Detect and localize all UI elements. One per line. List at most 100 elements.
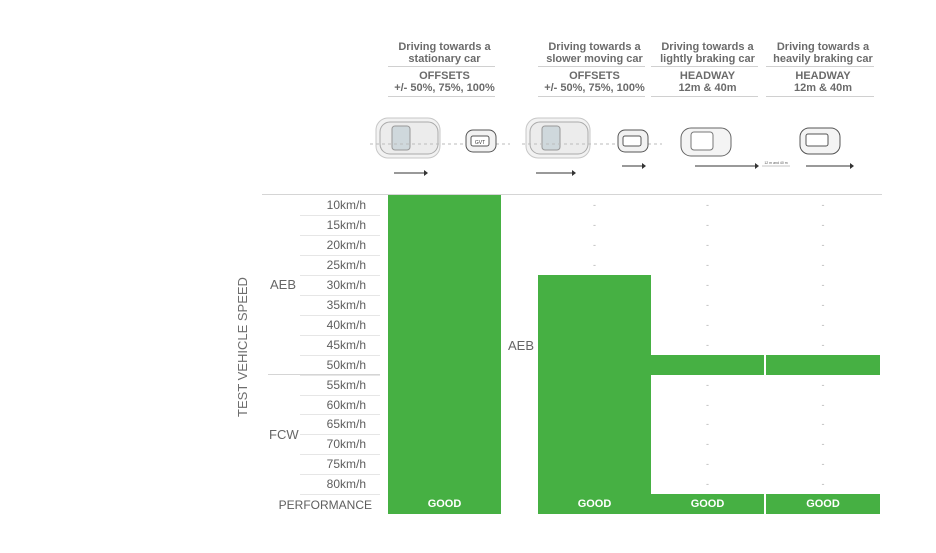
row-divider [300, 314, 380, 316]
header-4-rule-bottom [766, 96, 874, 97]
untested-dash-col4-row4: - [821, 259, 825, 270]
col-separator [765, 354, 766, 375]
tested-cell-col1-row6 [388, 294, 501, 316]
tested-cell-col2-row7 [538, 314, 651, 336]
speed-label: 40km/h [326, 317, 366, 332]
tested-cell-col2-row14 [538, 454, 651, 475]
tested-cell-col2-row10 [538, 374, 651, 395]
row-divider [300, 274, 380, 276]
header-2-rule-top [538, 66, 645, 67]
fcw-group-label: FCW [269, 427, 299, 442]
row-divider [300, 254, 380, 256]
untested-dash-col3-row13: - [706, 439, 709, 450]
tested-cell-col2-row11 [538, 394, 651, 415]
header-1-rule-bottom [388, 96, 495, 97]
gvt-label: GVT [475, 140, 485, 146]
untested-dash-col3-row10: - [706, 379, 709, 390]
speed-label: 20km/h [326, 237, 366, 252]
untested-dash-col3-row14: - [706, 459, 709, 470]
tested-cell-col3-row9 [651, 354, 764, 376]
untested-dash-col3-row12: - [706, 419, 709, 430]
row-divider [300, 294, 380, 296]
speed-label: 25km/h [326, 257, 366, 272]
performance-col4: GOOD [766, 494, 880, 514]
tested-cell-col2-row15 [538, 474, 651, 495]
row-divider [300, 374, 380, 376]
test-scenario-illustrations: GVT 12 m and 40 m [370, 117, 854, 176]
untested-dash-col4-row15: - [821, 479, 825, 490]
untested-dash-col2-row4: - [593, 259, 596, 270]
tested-cell-col2-row12 [538, 414, 651, 435]
untested-dash-col4-row7: - [821, 319, 825, 330]
tested-cell-col2-row13 [538, 434, 651, 455]
speed-label: 15km/h [326, 217, 366, 232]
row-divider [300, 334, 380, 336]
header-3-sub-line2: 12m & 40m [678, 82, 737, 94]
tested-cell-col1-row10 [388, 374, 501, 395]
header-3-rule-top [651, 66, 758, 67]
row-divider [300, 434, 380, 436]
untested-dash-col4-row14: - [821, 459, 825, 470]
untested-dash-col3-row5: - [706, 279, 709, 290]
tested-cell-col1-row15 [388, 474, 501, 495]
speed-label: 30km/h [326, 277, 366, 292]
untested-dash-col3-row4: - [706, 259, 709, 270]
performance-col2: GOOD [538, 494, 651, 514]
tested-cell-col4-row9 [766, 354, 880, 376]
tested-cell-col1-row4 [388, 254, 501, 276]
row-divider [300, 474, 380, 476]
row-divider [300, 414, 380, 416]
header-1-title-line2: stationary car [408, 53, 481, 65]
header-4-title-line1: Driving towards a [776, 41, 870, 53]
row-divider [300, 494, 380, 496]
header-4-sub-line2: 12m & 40m [793, 82, 853, 94]
tested-cell-col1-row14 [388, 454, 501, 475]
header-2-sub-line2: +/- 50%, 75%, 100% [544, 82, 645, 94]
middle-aeb-label: AEB [508, 338, 535, 353]
speed-label: 55km/h [326, 377, 366, 392]
header-1-title-line1: Driving towards a [398, 41, 491, 53]
tested-cell-col1-row8 [388, 334, 501, 356]
untested-dash-col3-row6: - [706, 299, 709, 310]
tested-cell-col1-row5 [388, 274, 501, 296]
untested-dash-col3-row11: - [706, 399, 709, 410]
header-4-sub-line1: HEADWAY [795, 70, 851, 82]
header-2-title-line2: slower moving car [546, 53, 643, 65]
untested-dash-col4-row8: - [821, 339, 825, 350]
speed-label: 60km/h [326, 397, 366, 412]
speed-label: 10km/h [326, 198, 366, 212]
tested-cell-col1-row3 [388, 234, 501, 256]
heavy-braking-scenario-illustration: 12 m and 40 m [762, 127, 854, 169]
tested-cell-col2-row9 [538, 354, 651, 376]
untested-dash-col2-row2: - [593, 219, 596, 230]
speed-label: 50km/h [326, 357, 366, 372]
row-divider [300, 234, 380, 236]
tested-cell-col1-row7 [388, 314, 501, 336]
untested-dash-col4-row5: - [821, 279, 825, 290]
speed-label: 75km/h [326, 457, 366, 472]
tested-cell-col2-row6 [538, 294, 651, 316]
untested-dash-col3-row15: - [706, 479, 709, 490]
performance-col1: GOOD [388, 494, 501, 514]
header-3-title-line1: Driving towards a [661, 41, 754, 53]
speed-label: 45km/h [326, 337, 366, 352]
stationary-scenario-illustration: GVT [370, 117, 510, 176]
untested-dash-col4-row6: - [821, 299, 825, 310]
untested-dash-col3-row8: - [706, 339, 709, 350]
header-4-rule-top [766, 66, 874, 67]
untested-dash-col4-row2: - [821, 219, 825, 230]
speed-label: 35km/h [326, 297, 366, 312]
untested-dash-col4-row13: - [821, 439, 825, 450]
test-vehicle-speed-axis-label: TEST VEHICLE SPEED [235, 277, 250, 417]
untested-dash-col3-row1: - [706, 200, 709, 210]
tested-cell-col1-row12 [388, 414, 501, 435]
header-3-sub-line1: HEADWAY [679, 70, 736, 82]
header-2-title-line1: Driving towards a [548, 41, 641, 53]
untested-dash-col3-row3: - [706, 239, 709, 250]
table-top-rule [262, 194, 882, 195]
untested-dash-col2-row1: - [593, 200, 596, 210]
group-divider [268, 374, 380, 375]
header-1-rule-top [388, 66, 495, 67]
speed-label: 80km/h [326, 477, 366, 492]
header-4-title-line2: heavily braking car [773, 53, 873, 65]
